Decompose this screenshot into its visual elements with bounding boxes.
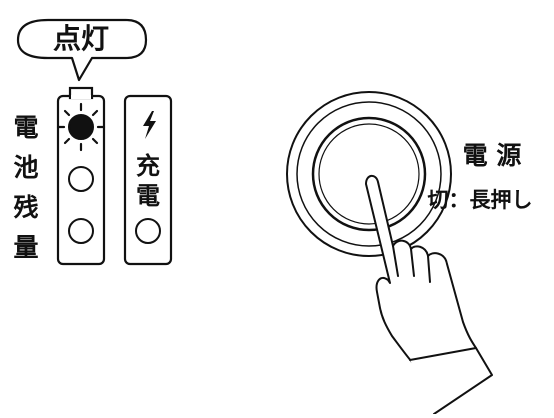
battery-led-top <box>56 102 106 152</box>
power-title: 電 源 <box>463 141 522 170</box>
hand-outline <box>365 174 477 383</box>
charge-label-char-1: 充 <box>136 152 160 180</box>
lit-callout-text: 点灯 <box>53 22 109 55</box>
power-button-inner-ring <box>318 123 420 225</box>
battery-led-2-indicator <box>68 166 94 192</box>
pressing-hand-icon <box>365 174 493 415</box>
lightning-bolt-icon <box>143 111 156 139</box>
power-button-middle-ring <box>296 101 442 247</box>
charge-led-indicator <box>135 218 161 244</box>
power-button <box>286 91 452 257</box>
battery-gauge-panel <box>56 86 106 266</box>
led-glow-rays-icon <box>56 102 106 152</box>
battery-label-char-4: 量 <box>13 233 38 262</box>
battery-level-label: 電 池 残 量 <box>13 113 38 262</box>
battery-led-3-indicator <box>68 218 94 244</box>
battery-label-char-1: 電 <box>13 113 38 142</box>
sleeve-cuff <box>409 347 493 415</box>
charge-label-char-2: 電 <box>136 182 160 210</box>
power-button-face <box>311 116 427 232</box>
lit-callout-bubble: 点灯 <box>16 18 148 82</box>
power-off-instruction: 切：長押し <box>428 188 533 212</box>
battery-led-1-indicator <box>68 114 94 140</box>
charge-panel: 充 電 <box>123 94 173 266</box>
battery-label-char-3: 残 <box>13 193 38 222</box>
battery-label-char-2: 池 <box>13 153 38 182</box>
charge-panel-frame <box>123 94 173 266</box>
